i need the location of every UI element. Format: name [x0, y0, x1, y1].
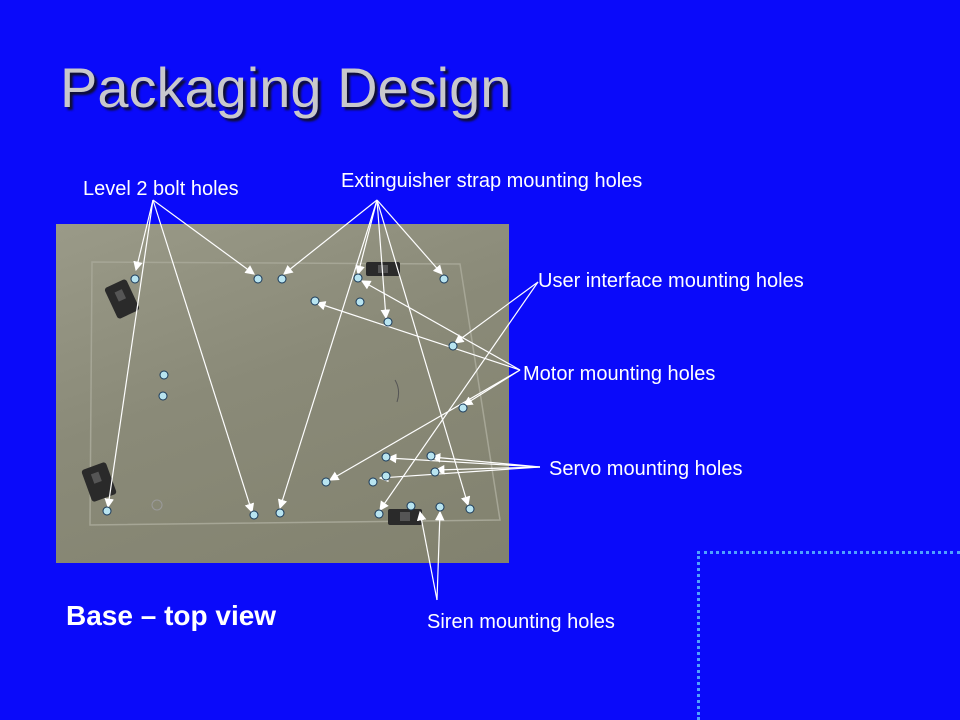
- hole-ui-1: [449, 342, 457, 350]
- hole-ext-1: [278, 275, 286, 283]
- hole-level2-2: [254, 275, 262, 283]
- plate-mark: [152, 500, 162, 510]
- bracket-top-left: [104, 279, 140, 320]
- hole-servo-4: [431, 468, 439, 476]
- plate-outline: [90, 262, 500, 525]
- annotation-arrows: [108, 200, 540, 600]
- hole-servo-3: [382, 472, 390, 480]
- hole-servo-1: [382, 453, 390, 461]
- hole-siren-1: [407, 502, 415, 510]
- hole-servo-2: [427, 452, 435, 460]
- hole-left-2: [159, 392, 167, 400]
- hole-motor-4: [322, 478, 330, 486]
- dotted-corner-decoration: [697, 551, 960, 720]
- hole-level2-1: [131, 275, 139, 283]
- hole-motor-3: [459, 404, 467, 412]
- hole-siren-2: [436, 503, 444, 511]
- hole-ext-3: [440, 275, 448, 283]
- hole-level2-4: [250, 511, 258, 519]
- hole-ext-5: [276, 509, 284, 517]
- plate-scratch: [395, 380, 399, 402]
- photo-caption: Base – top view: [66, 600, 276, 632]
- hole-servo-5: [369, 478, 377, 486]
- hole-left-1: [160, 371, 168, 379]
- hole-motor-2: [311, 297, 319, 305]
- hole-ext-2: [354, 274, 362, 282]
- bracket-bottom-center: [388, 509, 422, 525]
- hole-ext-4: [384, 318, 392, 326]
- hole-level2-3: [103, 507, 111, 515]
- hole-ext-6: [466, 505, 474, 513]
- hole-motor-1: [356, 298, 364, 306]
- hole-ui-2: [375, 510, 383, 518]
